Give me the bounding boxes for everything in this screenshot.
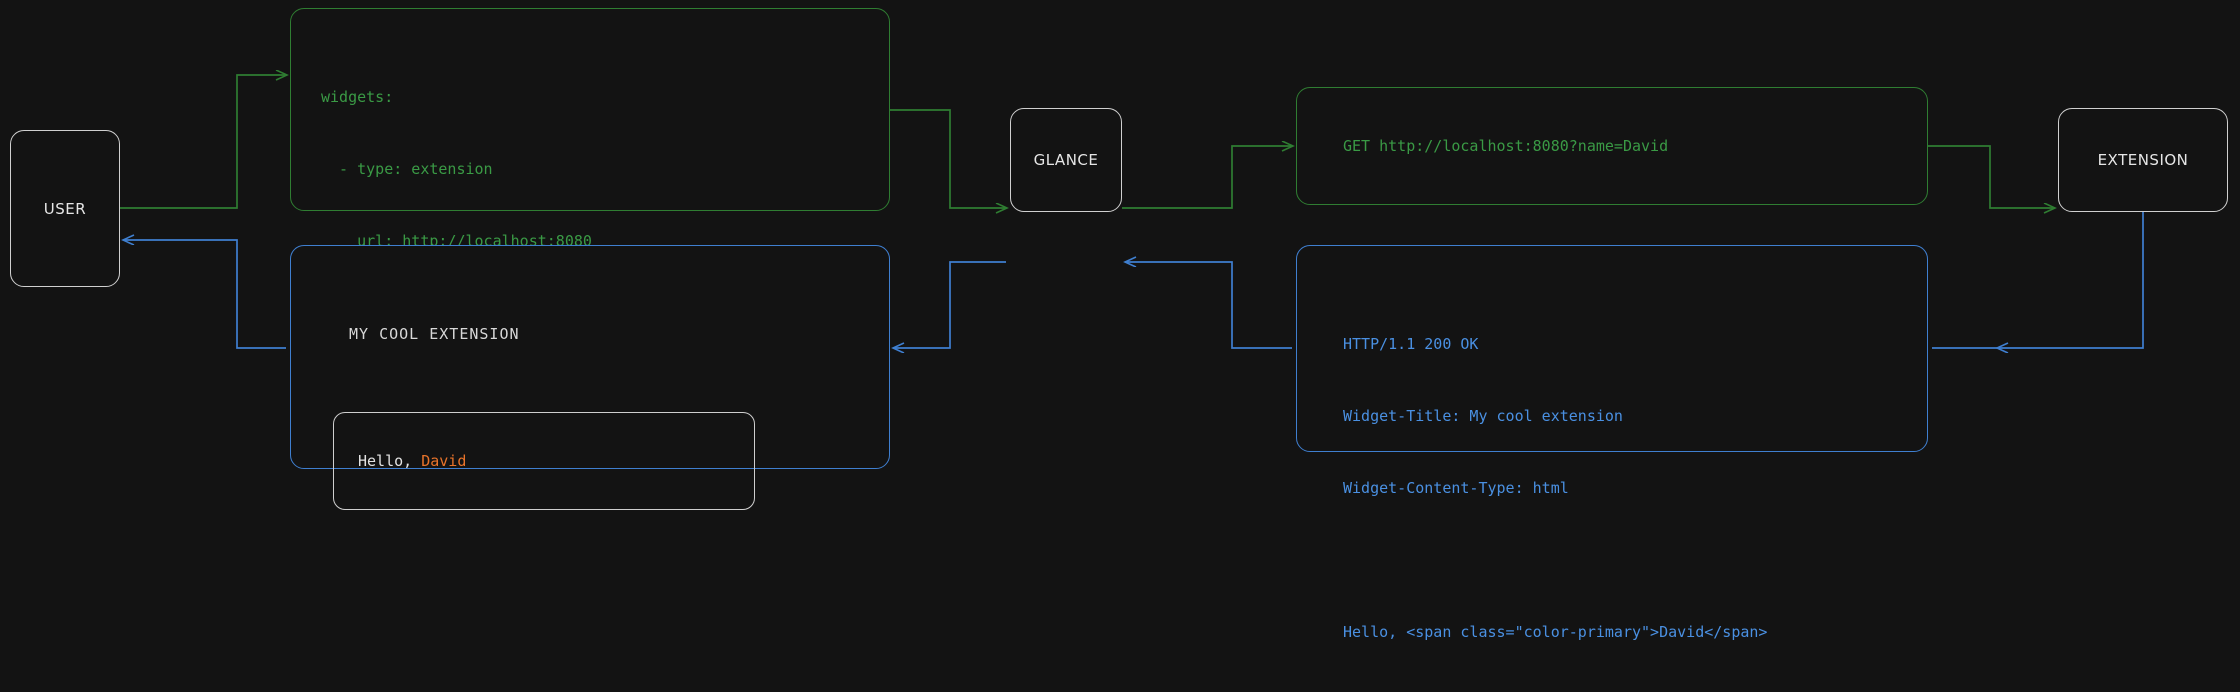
http-response-line-1: HTTP/1.1 200 OK xyxy=(1343,335,1479,353)
http-request-line-1: GET http://localhost:8080?name=David xyxy=(1343,137,1669,155)
message-box-http-response: HTTP/1.1 200 OK Widget-Title: My cool ex… xyxy=(1296,245,1928,641)
http-response-line-2: Widget-Title: My cool extension xyxy=(1343,407,1623,425)
rendered-widget-title: MY COOL EXTENSION xyxy=(349,325,520,343)
edge-request-to-extension xyxy=(1928,145,2054,208)
rendered-widget-content: Hello, David xyxy=(333,412,755,510)
node-user[interactable]: USER xyxy=(10,130,120,287)
edge-user-to-config xyxy=(120,75,286,209)
edge-glance-to-widget xyxy=(894,261,1006,348)
edge-extension-to-response xyxy=(1932,212,2144,348)
http-response-blank-line xyxy=(1343,548,1927,572)
message-box-config-yaml: widgets: - type: extension url: http://l… xyxy=(290,8,890,466)
node-user-label: USER xyxy=(43,199,87,218)
diagram-canvas: USER GLANCE EXTENSION widgets: - type: e… xyxy=(10,8,2228,641)
edge-widget-to-user xyxy=(124,240,286,349)
node-extension-label: EXTENSION xyxy=(2097,151,2189,169)
edge-glance-to-request xyxy=(1122,146,1292,209)
http-response-line-4: Hello, <span class="color-primary">David… xyxy=(1343,623,1768,641)
rendered-widget-name: David xyxy=(421,452,467,470)
edge-config-to-glance xyxy=(890,109,1006,208)
edge-response-to-glance xyxy=(1126,262,1292,349)
rendered-widget-greeting: Hello, xyxy=(358,452,422,470)
config-yaml-line-2: - type: extension xyxy=(321,160,493,178)
node-extension[interactable]: EXTENSION xyxy=(2058,108,2228,212)
message-box-rendered-widget: MY COOL EXTENSION Hello, David xyxy=(290,245,890,510)
config-yaml-line-1: widgets: xyxy=(321,88,394,106)
node-glance-label: GLANCE xyxy=(1033,151,1099,169)
message-box-http-request: GET http://localhost:8080?name=David xyxy=(1296,87,1928,205)
node-glance[interactable]: GLANCE xyxy=(1010,108,1122,212)
